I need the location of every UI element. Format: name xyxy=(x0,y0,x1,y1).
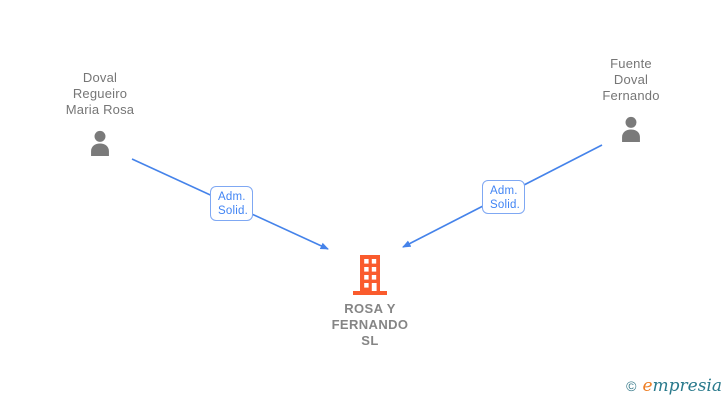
edge-label-left: Adm. Solid. xyxy=(210,186,253,221)
brand-initial: e xyxy=(642,376,653,396)
company-name: ROSA Y FERNANDO SL xyxy=(331,301,409,348)
copyright-symbol: © xyxy=(626,378,637,394)
edge-label-right: Adm. Solid. xyxy=(482,180,525,214)
node-company[interactable]: ROSA Y FERNANDO SL xyxy=(300,254,440,349)
brand-name: mpresia xyxy=(652,376,723,396)
node-person-left[interactable]: Doval Regueiro Maria Rosa xyxy=(30,70,170,160)
person-left-name: Doval Regueiro Maria Rosa xyxy=(65,70,135,117)
person-icon xyxy=(91,130,109,156)
person-right-name: Fuente Doval Fernando xyxy=(602,56,660,103)
person-icon xyxy=(622,116,640,142)
node-person-right[interactable]: Fuente Doval Fernando xyxy=(561,56,701,146)
building-icon xyxy=(353,255,387,295)
